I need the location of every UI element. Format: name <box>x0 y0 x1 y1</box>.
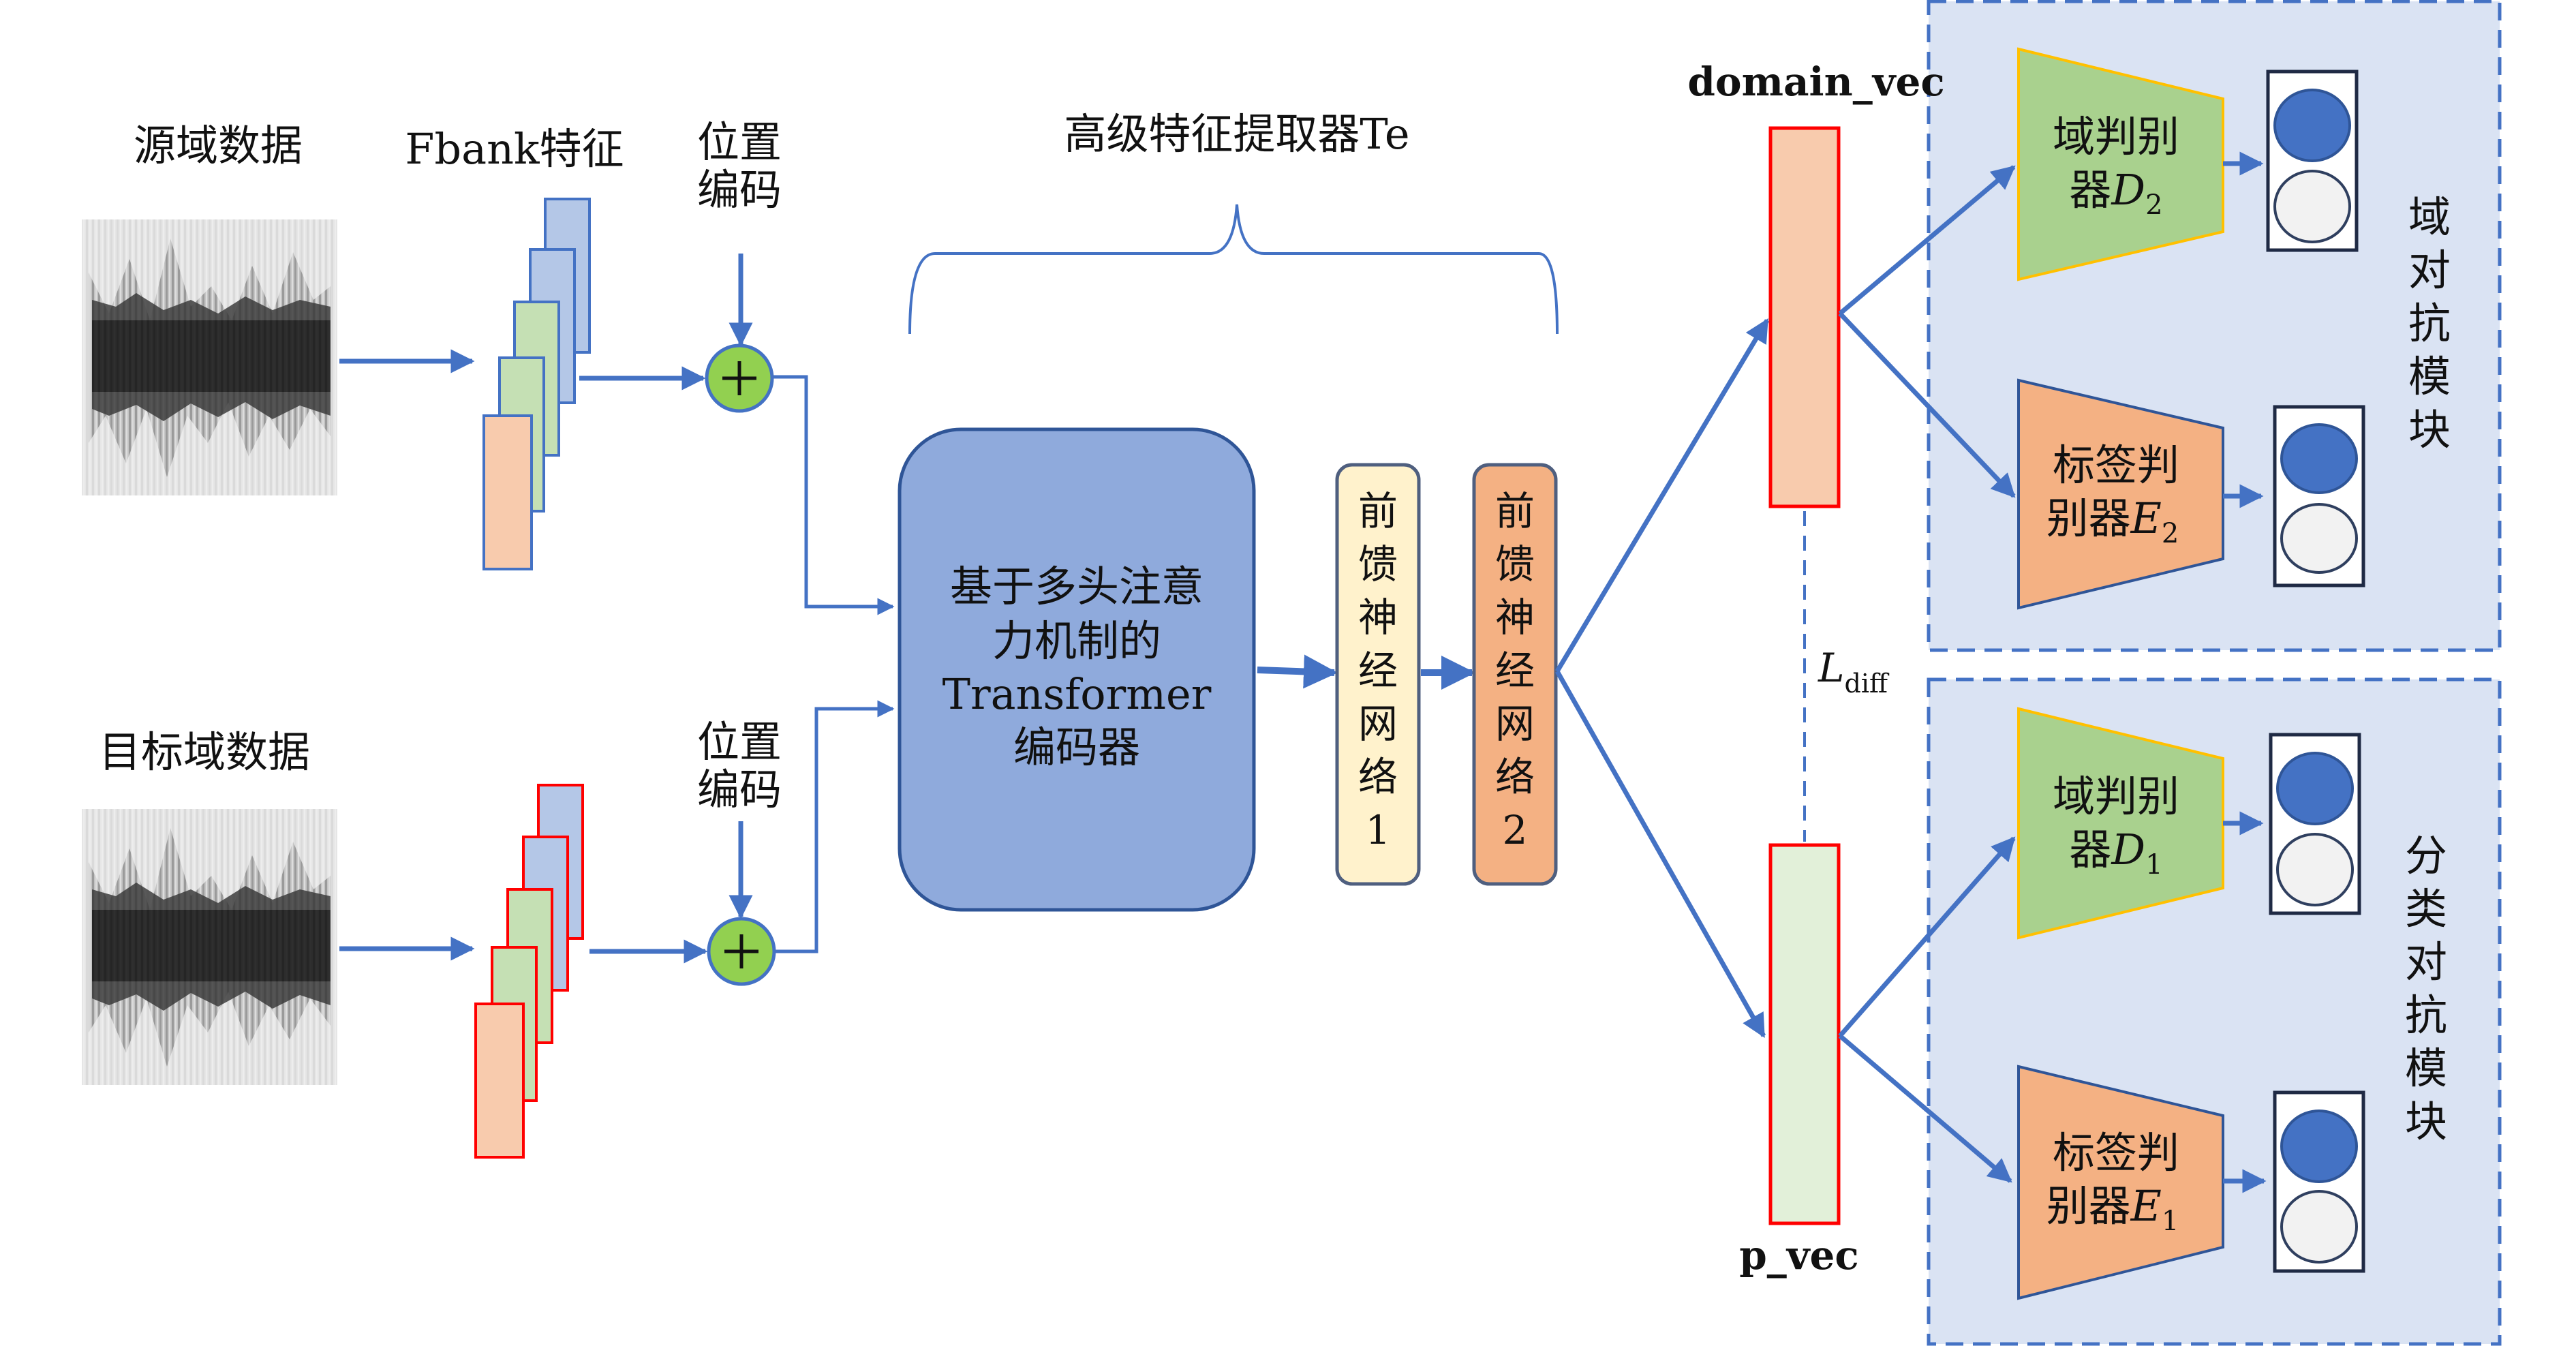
fbank-stack-target <box>474 784 584 1159</box>
svg-text:网: 网 <box>1358 701 1398 747</box>
svg-text:抗: 抗 <box>2405 990 2447 1040</box>
transformer-encoder <box>898 427 1256 912</box>
svg-text:馈: 馈 <box>1358 541 1398 587</box>
svg-text:器D2: 器D2 <box>2069 165 2162 221</box>
svg-text:标签判: 标签判 <box>2053 440 2179 490</box>
svg-text:经: 经 <box>1495 647 1535 694</box>
add-circle-top <box>705 343 774 413</box>
label-disc-e1 <box>2017 1065 2224 1300</box>
ffn-2 <box>1472 463 1558 886</box>
target-spectrogram <box>82 809 337 1085</box>
pos-enc-bot-2: 编码 <box>697 765 782 814</box>
svg-text:域判别: 域判别 <box>2053 112 2179 162</box>
domain-disc-d1-label: 域判别 器D1 <box>2053 771 2179 881</box>
ffn-1-label: 前 馈 神 经 网 络 1 <box>1358 488 1398 853</box>
diff-loss-label: Ldiff <box>1818 645 1890 699</box>
svg-text:神: 神 <box>1495 594 1535 641</box>
svg-text:经: 经 <box>1358 647 1398 694</box>
encoder-line-1: 基于多头注意 <box>950 562 1203 611</box>
extractor-title: 高级特征提取器Te <box>1064 109 1409 159</box>
domain-adv-label: 域 对 抗 模 块 <box>2408 192 2451 455</box>
p-vec <box>1768 843 1841 1225</box>
disc-arrows <box>1838 165 2016 1183</box>
domain-disc-d2-label: 域判别 器D2 <box>2053 112 2179 221</box>
svg-text:络: 络 <box>1358 754 1398 800</box>
ffn-2-label: 前 馈 神 经 网 络 2 <box>1495 488 1535 853</box>
extractor-brace <box>908 204 1559 335</box>
domain-disc-d2 <box>2017 47 2224 281</box>
domain-disc-d1 <box>2017 707 2224 940</box>
svg-text:块: 块 <box>2408 405 2451 455</box>
fbank-label: Fbank特征 <box>405 124 624 174</box>
output-arrows-domain <box>2223 151 2264 508</box>
svg-text:别器E2: 别器E2 <box>2046 493 2179 549</box>
domain-vec-label: domain_vec <box>1687 59 1944 105</box>
svg-text:对: 对 <box>2408 245 2451 295</box>
ffn-arrows <box>1257 654 1475 690</box>
svg-text:前: 前 <box>1358 488 1398 534</box>
class-adv-label: 分 类 对 抗 模 块 <box>2405 831 2447 1146</box>
svg-text:分: 分 <box>2405 831 2447 881</box>
svg-text:器D1: 器D1 <box>2069 825 2162 881</box>
fbank-stack-source <box>482 198 591 570</box>
svg-text:别器E1: 别器E1 <box>2046 1181 2179 1237</box>
source-spectrogram <box>82 219 337 495</box>
svg-text:块: 块 <box>2405 1097 2447 1146</box>
output-d2 <box>2266 70 2359 252</box>
label-disc-e2 <box>2017 378 2224 610</box>
svg-text:抗: 抗 <box>2408 299 2451 348</box>
svg-text:网: 网 <box>1495 701 1535 747</box>
svg-text:模: 模 <box>2408 352 2451 401</box>
output-d1 <box>2269 733 2361 915</box>
svg-text:域: 域 <box>2408 192 2451 242</box>
ffn-1 <box>1335 463 1421 886</box>
encoder-line-3: Transformer <box>942 669 1212 719</box>
svg-text:标签判: 标签判 <box>2053 1128 2179 1178</box>
source-title: 源域数据 <box>134 121 303 170</box>
svg-text:1: 1 <box>1366 807 1391 853</box>
output-arrows-class <box>2223 811 2267 1193</box>
input-arrows <box>339 254 753 964</box>
target-title: 目标域数据 <box>99 727 310 777</box>
output-e2 <box>2273 405 2365 587</box>
merge-lines <box>773 375 895 953</box>
add-circle-bottom <box>707 917 776 986</box>
pos-enc-top-2: 编码 <box>697 165 782 215</box>
svg-text:模: 模 <box>2405 1043 2447 1093</box>
pos-enc-bot-1: 位置 <box>697 717 782 767</box>
label-disc-e1-label: 标签判 别器E1 <box>2046 1128 2179 1237</box>
svg-text:神: 神 <box>1358 594 1398 641</box>
encoder-line-4: 编码器 <box>1013 722 1140 772</box>
svg-text:前: 前 <box>1495 488 1535 534</box>
svg-text:馈: 馈 <box>1495 541 1535 587</box>
svg-text:2: 2 <box>1503 807 1528 853</box>
p-vec-label: p_vec <box>1739 1232 1858 1279</box>
svg-text:域判别: 域判别 <box>2053 771 2179 821</box>
svg-text:对: 对 <box>2405 937 2447 987</box>
svg-text:络: 络 <box>1495 754 1535 800</box>
label-disc-e2-label: 标签判 别器E2 <box>2046 440 2179 549</box>
domain-vec <box>1768 126 1841 508</box>
pos-enc-top-1: 位置 <box>697 117 782 167</box>
vector-arrows <box>1554 318 1770 1039</box>
svg-text:类: 类 <box>2405 884 2447 934</box>
output-e1 <box>2273 1090 2365 1273</box>
encoder-line-2: 力机制的 <box>992 616 1161 666</box>
